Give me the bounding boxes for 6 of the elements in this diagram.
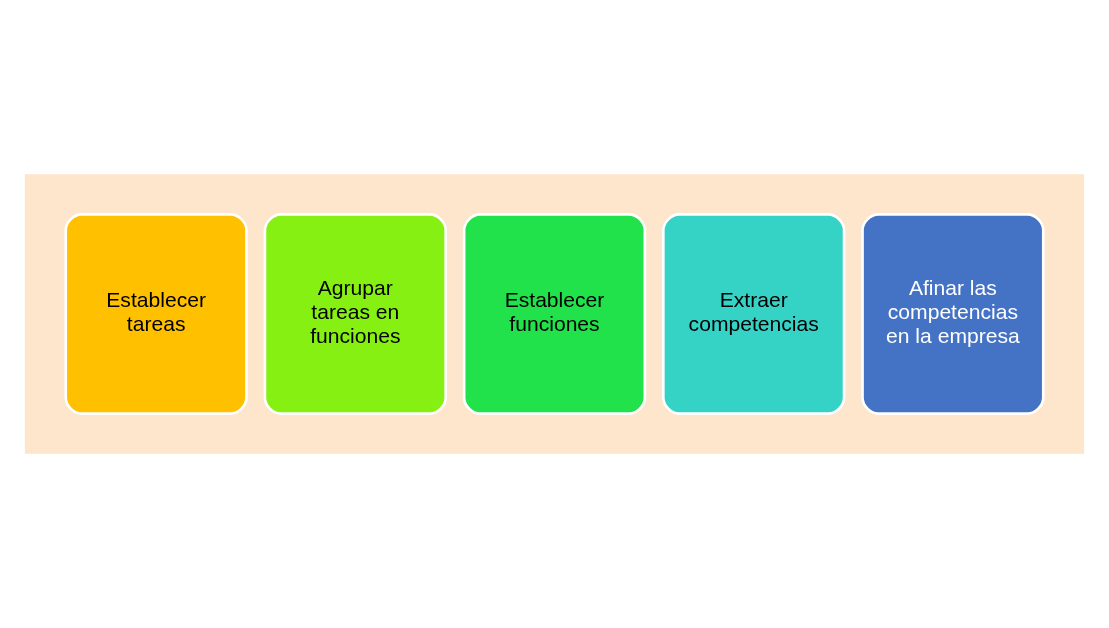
node-box: Extraer competencias [662,213,846,415]
node-box: Establecer funciones [462,213,647,415]
node-box: Agrupar tareas en funciones [263,213,447,415]
cluster [24,174,1085,454]
node-box: Afinar las competencias en la empresa [861,213,1045,415]
node-box: Establecer tareas [64,213,248,415]
